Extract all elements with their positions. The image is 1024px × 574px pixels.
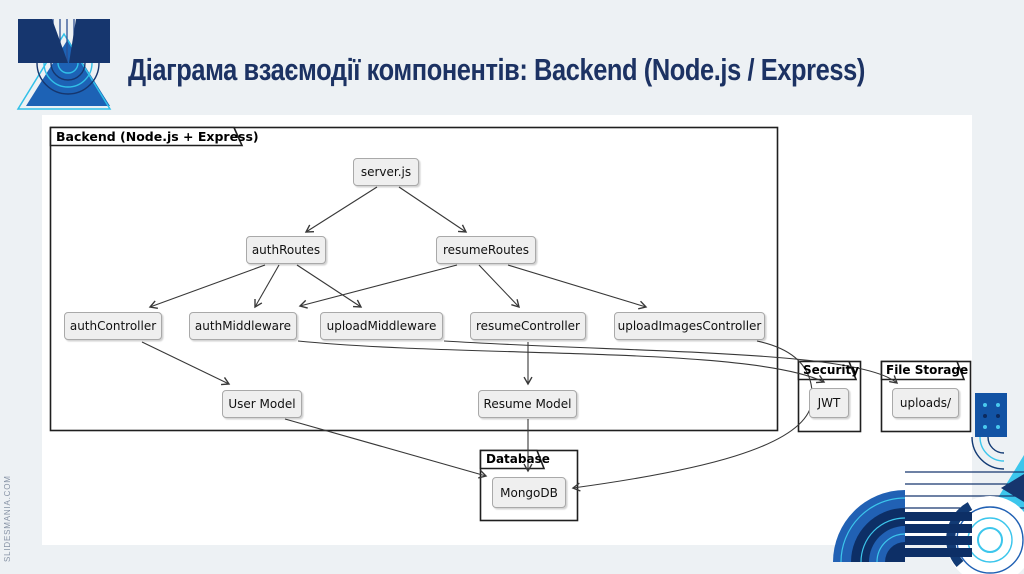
node-auth-routes: authRoutes [246, 236, 326, 264]
node-user-model: User Model [222, 390, 302, 418]
security-package-label: Security [803, 363, 860, 377]
edges [141, 186, 899, 492]
node-jwt: JWT [809, 388, 849, 418]
node-resume-model: Resume Model [478, 390, 577, 418]
node-server-js: server.js [353, 158, 419, 186]
page-title: Діаграма взаємодії компонентів: Backend … [128, 52, 865, 87]
node-mongodb: MongoDB [492, 477, 566, 508]
node-upload-middleware: uploadMiddleware [320, 312, 443, 340]
slidesmania-logo-icon [16, 19, 112, 110]
database-package-label: Database [486, 452, 550, 466]
node-resume-controller: resumeController [470, 312, 586, 340]
node-auth-controller: authController [64, 312, 162, 340]
backend-frame-label: Backend (Node.js + Express) [56, 129, 259, 144]
file-storage-package-label: File Storage [886, 363, 969, 377]
node-resume-routes: resumeRoutes [436, 236, 536, 264]
node-upload-images-controller: uploadImagesController [614, 312, 765, 340]
node-uploads: uploads/ [892, 388, 959, 418]
node-auth-middleware: authMiddleware [189, 312, 297, 340]
